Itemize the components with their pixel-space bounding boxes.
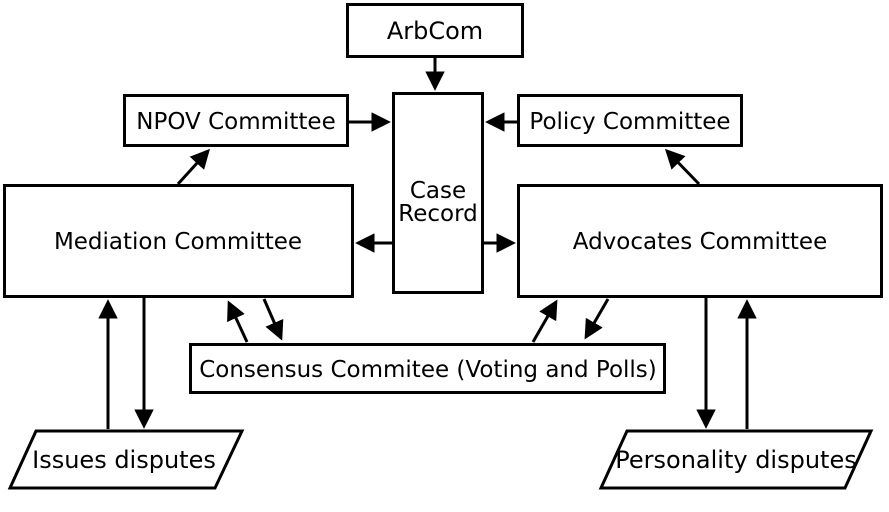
arrow-mediation-committee-to-npov-committee	[176, 148, 210, 186]
personality-disputes-parallelogram	[598, 429, 874, 490]
advocates-committee-box	[517, 184, 883, 298]
arbcom-box	[346, 3, 524, 58]
policy-committee-box	[517, 94, 743, 147]
arrow-consensus-committee-to-mediation-committee	[227, 300, 249, 343]
arrow-advocates-committee-to-policy-committee	[664, 148, 701, 186]
node-issues-disputes: Issues disputes	[7, 429, 245, 490]
node-mediation-committee: Mediation Committee	[3, 184, 354, 298]
npov-committee-box	[123, 94, 349, 147]
node-consensus-committee: Consensus Commitee (Voting and Polls)	[189, 343, 666, 394]
edges	[98, 57, 757, 429]
case-record-label-line1: Case	[410, 178, 466, 204]
policy-committee-label: Policy Committee	[529, 109, 730, 135]
issues-disputes-label: Issues disputes	[32, 446, 216, 474]
node-personality-disputes: Personality disputes	[598, 429, 874, 490]
node-arbcom: ArbCom	[346, 3, 524, 58]
personality-disputes-label: Personality disputes	[615, 446, 856, 474]
issues-disputes-parallelogram	[7, 429, 245, 490]
mediation-committee-label: Mediation Committee	[54, 229, 302, 255]
consensus-committee-box	[189, 343, 666, 394]
arrow-consensus-committee-to-advocates-committee	[531, 299, 558, 343]
node-case-record: Case Record	[392, 92, 484, 294]
arrow-advocates-committee-to-consensus-committee	[584, 298, 610, 340]
case-record-box	[392, 92, 484, 294]
consensus-committee-label: Consensus Commitee (Voting and Polls)	[199, 357, 657, 383]
arrow-mediation-committee-to-consensus-committee	[262, 298, 284, 341]
npov-committee-label: NPOV Committee	[136, 109, 336, 135]
mediation-committee-box	[3, 184, 354, 298]
node-npov-committee: NPOV Committee	[123, 94, 349, 147]
node-advocates-committee: Advocates Committee	[517, 184, 883, 298]
node-policy-committee: Policy Committee	[517, 94, 743, 147]
arbcom-label: ArbCom	[387, 17, 483, 45]
advocates-committee-label: Advocates Committee	[573, 229, 827, 255]
case-record-label-line2: Record	[398, 201, 477, 227]
